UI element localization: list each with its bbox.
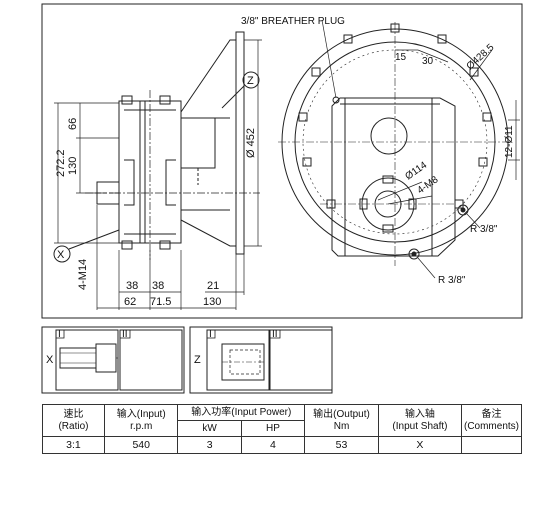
- dim-d114: Ø114: [403, 160, 429, 183]
- header-kw: kW: [177, 420, 242, 437]
- panel-z: [189, 326, 333, 394]
- drawing-frame: [41, 3, 523, 319]
- cell-kw: 3: [177, 436, 242, 454]
- cell-rpm: 540: [103, 436, 179, 454]
- header-power: 输入功率(Input Power): [177, 404, 306, 421]
- table-row: 3:1 540 3 4 53 X: [42, 436, 523, 454]
- angle-15: 15: [395, 52, 407, 63]
- dim-130-horizontal: 130: [203, 296, 221, 308]
- side-dimensions: [53, 39, 262, 310]
- dim-62: 62: [124, 296, 136, 308]
- breather-plug-label: 3/8" BREATHER PLUG: [241, 16, 345, 27]
- dim-272-2: 272.2: [55, 149, 67, 177]
- dim-21: 21: [207, 280, 219, 292]
- panel-z-tag-1: I: [209, 329, 212, 340]
- panel-z-tag-2: II: [272, 329, 278, 340]
- front-leaders: [321, 19, 520, 279]
- panel-x-tag-1: I: [58, 329, 61, 340]
- cell-hp: 4: [240, 436, 306, 454]
- panel-z-letter: Z: [194, 354, 201, 366]
- panel-x: [41, 326, 185, 394]
- dim-4-m8: 4-M8: [415, 174, 440, 196]
- dim-4-m14: 4-M14: [77, 259, 89, 290]
- cell-nm: 53: [304, 436, 379, 454]
- header-output: 输出(Output) Nm: [304, 404, 379, 437]
- header-shaft: 输入轴 (Input Shaft): [377, 404, 462, 437]
- z-marker-label: Z: [247, 75, 254, 87]
- dim-d452: Ø 452: [245, 128, 257, 158]
- dim-66: 66: [67, 118, 79, 130]
- header-comments: 备注 (Comments): [460, 404, 523, 437]
- cell-shaft: X: [377, 436, 462, 454]
- plug-r38-side: R 3/8": [470, 224, 498, 235]
- angle-30: 30: [422, 56, 434, 67]
- header-hp: HP: [240, 420, 306, 437]
- header-ratio: 速比 (Ratio): [42, 404, 105, 437]
- front-view: [278, 22, 512, 266]
- x-marker: [53, 245, 71, 263]
- dim-12-d11: 12-Ø11: [504, 125, 515, 158]
- dim-130-vertical: 130: [67, 157, 79, 175]
- x-marker-label: X: [57, 249, 65, 261]
- side-view: [85, 31, 260, 260]
- panel-x-letter: X: [46, 354, 54, 366]
- table-header-row: 速比 (Ratio) 输入(Input) r.p.m 输入功率(Input Po…: [42, 404, 523, 437]
- table-subheader-row: kW HP: [43, 420, 522, 437]
- dim-38-a: 38: [126, 280, 138, 292]
- cell-comments: [460, 436, 523, 454]
- spec-table: 速比 (Ratio) 输入(Input) r.p.m 输入功率(Input Po…: [42, 404, 523, 454]
- plug-r38-bottom: R 3/8": [438, 275, 466, 286]
- dim-71-5: 71.5: [150, 296, 171, 308]
- panel-x-tag-2: II: [122, 329, 128, 340]
- dim-38-b: 38: [152, 280, 164, 292]
- header-input: 输入(Input) r.p.m: [103, 404, 179, 437]
- cell-ratio: 3:1: [42, 436, 105, 454]
- z-marker: [242, 71, 260, 89]
